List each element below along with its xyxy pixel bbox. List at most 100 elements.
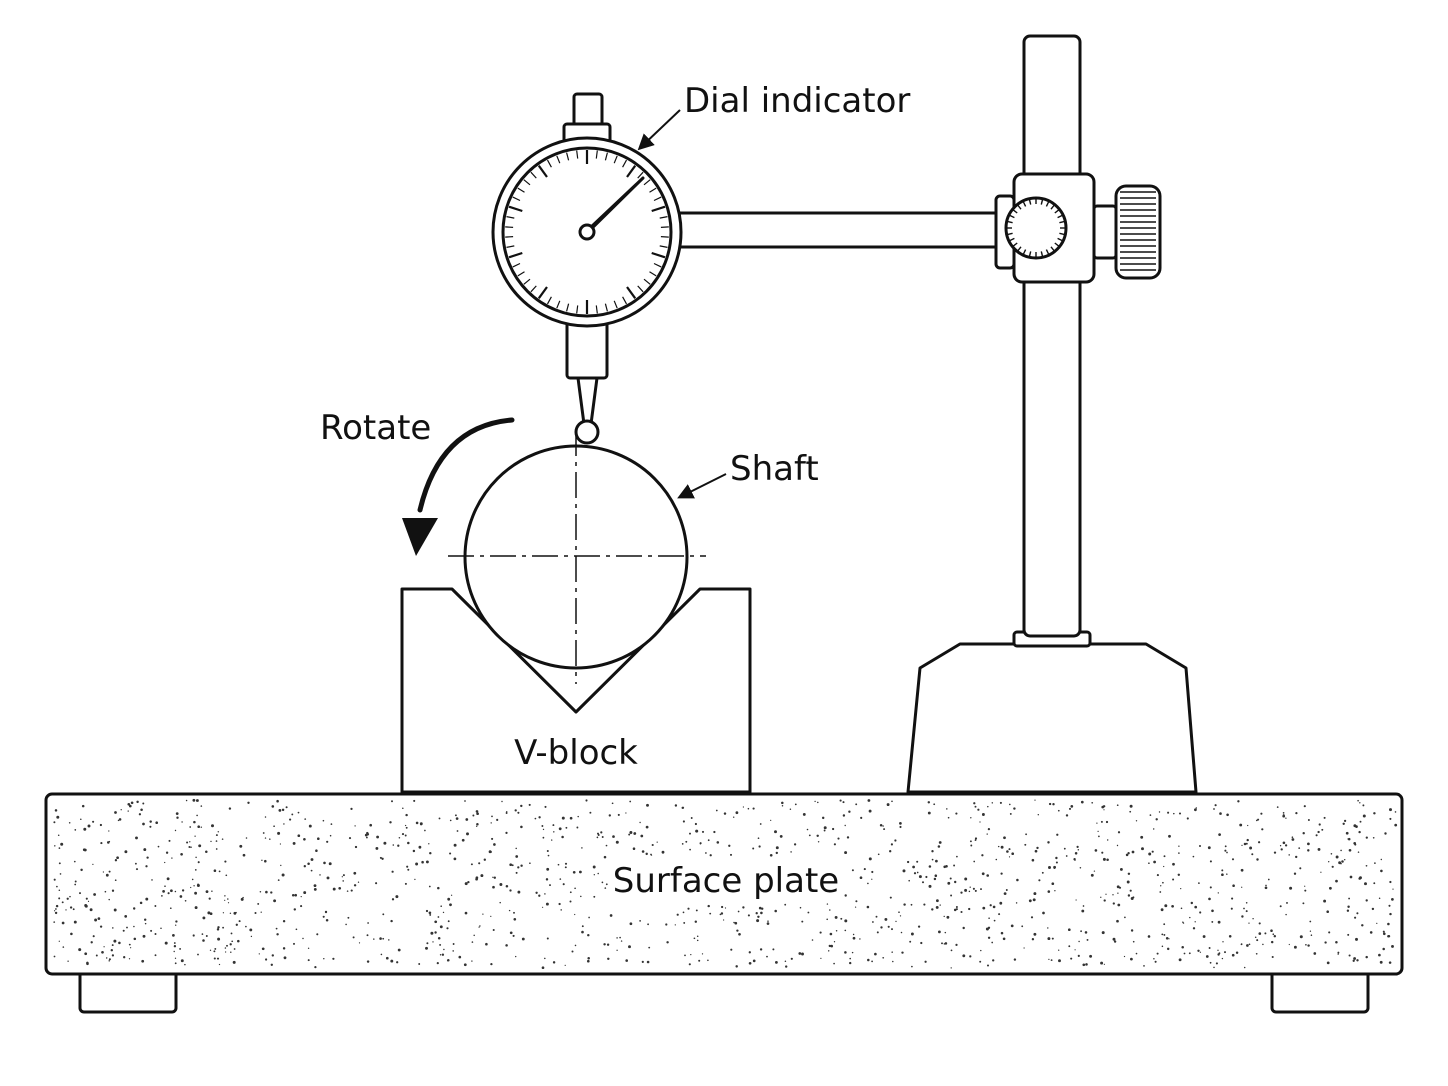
speckle-dot xyxy=(938,930,941,934)
speckle-dot xyxy=(133,925,135,928)
speckle-dot xyxy=(472,814,475,817)
speckle-dot xyxy=(1126,880,1130,884)
speckle-dot xyxy=(249,928,253,932)
speckle-dot xyxy=(955,908,958,911)
speckle-dot xyxy=(1211,920,1214,923)
speckle-dot xyxy=(871,921,874,923)
speckle-dot xyxy=(557,863,560,866)
speckle-dot xyxy=(752,847,755,850)
speckle-dot xyxy=(1387,935,1390,938)
speckle-dot xyxy=(1194,905,1198,909)
speckle-dot xyxy=(1101,931,1105,935)
speckle-dot xyxy=(117,819,120,822)
speckle-dot xyxy=(471,941,474,943)
speckle-dot xyxy=(1376,922,1378,925)
speckle-dot xyxy=(1172,862,1175,866)
speckle-dot xyxy=(1202,935,1206,938)
speckle-dot xyxy=(426,942,429,945)
speckle-dot xyxy=(1309,930,1312,932)
speckle-dot xyxy=(58,889,61,891)
speckle-dot xyxy=(111,944,114,947)
speckle-dot xyxy=(1112,894,1114,896)
speckle-dot xyxy=(282,947,286,950)
speckle-dot xyxy=(1127,894,1131,897)
speckle-dot xyxy=(418,963,421,965)
speckle-dot xyxy=(699,843,702,845)
speckle-dot xyxy=(1016,878,1019,882)
speckle-dot xyxy=(790,851,792,853)
speckle-dot xyxy=(561,835,564,839)
speckle-dot xyxy=(84,952,88,956)
speckle-dot xyxy=(1304,889,1307,892)
speckle-dot xyxy=(923,903,926,906)
speckle-dot xyxy=(464,800,466,802)
speckle-dot xyxy=(1213,808,1215,810)
speckle-dot xyxy=(924,960,927,963)
speckle-dot xyxy=(979,960,982,963)
speckle-dot xyxy=(553,831,555,833)
speckle-dot xyxy=(200,805,203,807)
speckle-dot xyxy=(1188,952,1191,955)
speckle-dot xyxy=(892,960,894,963)
speckle-dot xyxy=(1307,944,1310,947)
speckle-dot xyxy=(1272,933,1275,936)
speckle-dot xyxy=(1047,927,1049,929)
speckle-dot xyxy=(986,833,988,835)
speckle-dot xyxy=(917,925,921,928)
speckle-dot xyxy=(823,829,826,832)
speckle-dot xyxy=(245,925,247,928)
speckle-dot xyxy=(774,909,777,913)
dial-tick xyxy=(626,165,637,178)
speckle-dot xyxy=(1209,860,1212,863)
speckle-dot xyxy=(492,928,495,932)
speckle-dot xyxy=(738,932,741,936)
speckle-dot xyxy=(92,935,95,938)
speckle-dot xyxy=(769,853,773,857)
speckle-dot xyxy=(367,922,369,924)
speckle-dot xyxy=(758,845,761,848)
speckle-dot xyxy=(515,847,517,850)
speckle-dot xyxy=(538,816,541,819)
speckle-dot xyxy=(1309,920,1312,923)
speckle-dot xyxy=(55,904,59,908)
speckle-dot xyxy=(1326,961,1330,965)
speckle-dot xyxy=(1113,940,1117,943)
speckle-dot xyxy=(134,862,137,865)
speckle-dot xyxy=(859,938,861,940)
speckle-dot xyxy=(352,936,355,939)
speckle-dot xyxy=(174,829,177,832)
speckle-dot xyxy=(164,861,166,864)
speckle-dot xyxy=(1127,852,1130,855)
speckle-dot xyxy=(114,859,118,862)
speckle-dot xyxy=(949,877,952,880)
stand-post xyxy=(1022,34,1082,638)
indicator-cap xyxy=(572,92,604,128)
speckle-dot xyxy=(936,899,939,903)
speckle-dot xyxy=(227,902,230,904)
speckle-dot xyxy=(855,900,858,903)
speckle-dot xyxy=(674,924,676,926)
speckle-dot xyxy=(1335,879,1338,883)
rotation-indicator: Rotate xyxy=(320,408,515,556)
speckle-dot xyxy=(328,862,332,866)
speckle-dot xyxy=(953,864,956,867)
speckle-dot xyxy=(55,908,57,910)
speckle-dot xyxy=(645,852,648,856)
speckle-dot xyxy=(1194,921,1196,923)
speckle-dot xyxy=(471,960,473,962)
speckle-dot xyxy=(781,801,784,805)
speckle-dot xyxy=(819,931,822,934)
speckle-dot xyxy=(405,826,408,829)
speckle-dot xyxy=(985,927,989,931)
speckle-dot xyxy=(752,959,756,963)
speckle-dot xyxy=(1286,901,1288,904)
speckle-dot xyxy=(1382,947,1385,951)
speckle-dot xyxy=(303,865,306,868)
speckle-dot xyxy=(452,943,455,945)
speckle-dot xyxy=(74,880,77,883)
speckle-dot xyxy=(307,862,310,866)
speckle-dot xyxy=(737,910,740,913)
speckle-dot xyxy=(429,851,432,855)
speckle-dot xyxy=(185,799,188,802)
speckle-dot xyxy=(300,895,302,898)
